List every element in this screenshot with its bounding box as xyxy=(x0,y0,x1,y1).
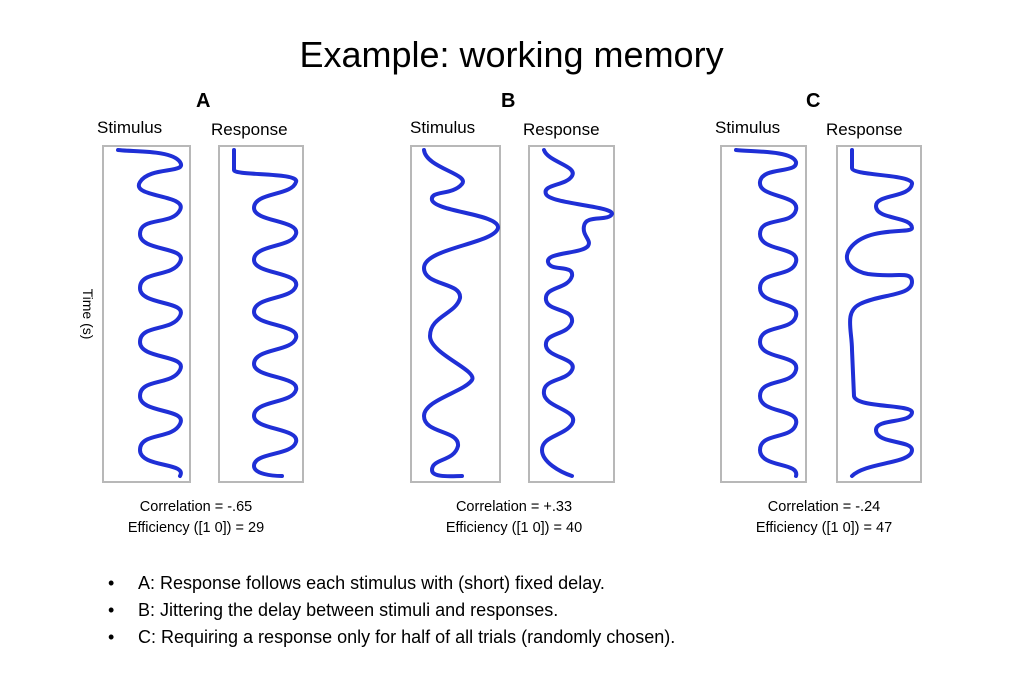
panel-a-stimulus-trace xyxy=(116,148,184,478)
panel-c-stimulus-trace xyxy=(734,148,799,478)
panel-b-letter: B xyxy=(501,90,516,112)
panel-b-stats: Correlation = +.33 Efficiency ([1 0]) = … xyxy=(394,497,634,539)
panel-c-response-box xyxy=(836,145,922,483)
panel-b-response-box xyxy=(528,145,615,483)
bullet-dot: • xyxy=(108,600,115,620)
panel-a-response-trace xyxy=(232,148,299,478)
bullet-dot: • xyxy=(108,627,115,647)
bullet-text: B: Jittering the delay between stimuli a… xyxy=(138,600,559,620)
panel-c-response-trace xyxy=(844,148,915,478)
slide-title: Example: working memory xyxy=(299,34,724,75)
panel-b-efficiency: Efficiency ([1 0]) = 40 xyxy=(445,520,583,536)
panel-c-stimulus-label: Stimulus xyxy=(715,118,781,137)
panel-b-stimulus-trace xyxy=(421,148,500,479)
panel-a-response-box xyxy=(218,145,304,483)
panel-c-response-label: Response xyxy=(826,120,903,139)
panel-a-stimulus-label: Stimulus xyxy=(97,118,163,137)
panel-a-efficiency: Efficiency ([1 0]) = 29 xyxy=(127,520,265,536)
panel-c-stats: Correlation = -.24 Efficiency ([1 0]) = … xyxy=(704,497,944,539)
panel-a-correlation: Correlation = -.65 xyxy=(139,499,253,515)
panel-a-stimulus-box xyxy=(102,145,191,483)
panel-b-response-label: Response xyxy=(523,120,600,139)
panel-c-correlation: Correlation = -.24 xyxy=(767,499,881,515)
bullet-dot: • xyxy=(108,573,115,593)
panel-a-stats: Correlation = -.65 Efficiency ([1 0]) = … xyxy=(76,497,316,539)
bullet-list: • A: Response follows each stimulus with… xyxy=(108,570,675,651)
panel-c-stimulus-box xyxy=(720,145,807,483)
bullet-item: • B: Jittering the delay between stimuli… xyxy=(108,597,675,624)
panel-b-stimulus-box xyxy=(410,145,501,483)
panel-a-response-label: Response xyxy=(211,120,288,139)
bullet-text: A: Response follows each stimulus with (… xyxy=(138,573,605,593)
bullet-item: • A: Response follows each stimulus with… xyxy=(108,570,675,597)
panel-b-response-trace xyxy=(539,148,615,478)
panel-c-letter: C xyxy=(806,90,821,112)
panel-c-efficiency: Efficiency ([1 0]) = 47 xyxy=(755,520,893,536)
bullet-text: C: Requiring a response only for half of… xyxy=(138,627,676,647)
panel-a-letter: A xyxy=(196,90,211,112)
panel-b-correlation: Correlation = +.33 xyxy=(455,499,573,515)
bullet-item: • C: Requiring a response only for half … xyxy=(108,624,675,651)
panel-b-stimulus-label: Stimulus xyxy=(410,118,476,137)
